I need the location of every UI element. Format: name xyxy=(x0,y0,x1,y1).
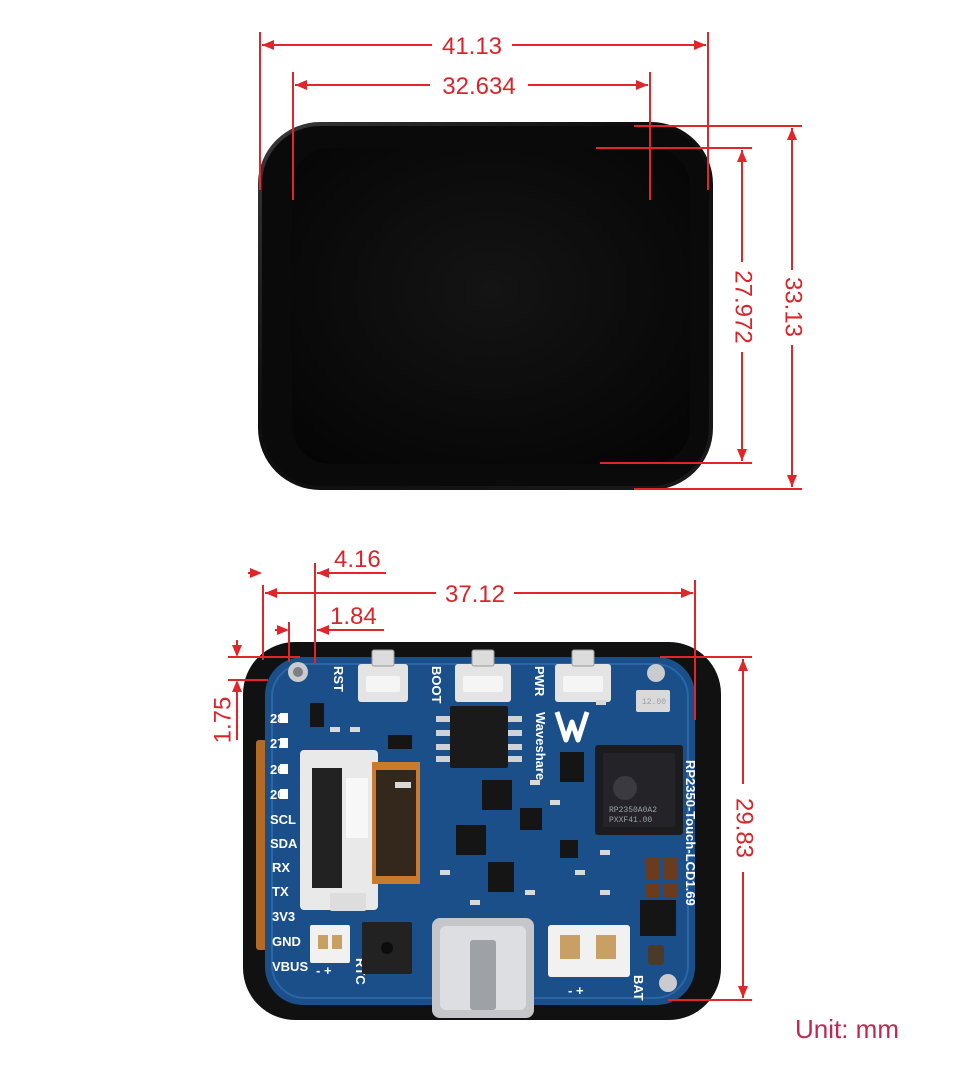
pin-label: RX xyxy=(272,860,290,875)
pin-row-tx: TX xyxy=(272,884,289,899)
dim-outer-width: 41.13 xyxy=(259,32,709,190)
offset-c-label: 1.75 xyxy=(209,697,236,744)
pin-label: VBUS xyxy=(272,959,308,974)
crystal-marking: 12.00 xyxy=(642,698,666,707)
status-led xyxy=(648,945,664,965)
board-height-label: 29.83 xyxy=(731,798,758,858)
offset-b-label: 1.84 xyxy=(330,603,377,630)
front-display-module xyxy=(258,122,713,490)
dim-offset-c: 1.75 xyxy=(209,640,300,743)
boot-label: BOOT xyxy=(429,666,444,704)
pin-label: SCL xyxy=(270,812,296,827)
pin-row-gnd: GND xyxy=(272,934,301,949)
model-label: RP2350-Touch-LCD1.69 xyxy=(683,760,698,906)
boot-button[interactable] xyxy=(455,649,511,702)
rst-button[interactable] xyxy=(358,649,408,702)
rtc-battery-connector[interactable] xyxy=(310,925,350,963)
pin-row-rx: RX xyxy=(272,860,290,875)
unit-label: Unit: mm xyxy=(795,1014,899,1044)
pin-label: TX xyxy=(272,884,289,899)
pin-label: 27 xyxy=(270,736,284,751)
pin-row-20: 20 xyxy=(270,787,288,802)
pin-header: 28 27 26 20 SCL SDA RX TX 3V3 GND VBUS xyxy=(270,711,308,974)
pin-row-26: 26 xyxy=(270,762,288,777)
inductors xyxy=(646,858,678,898)
mcu-marking-2: PXXF41.00 xyxy=(609,816,652,825)
flash-chip xyxy=(436,706,522,768)
dim-offset-b: 1.84 xyxy=(275,603,384,662)
pin-row-sda: SDA xyxy=(270,836,298,851)
dim-board-width: 37.12 xyxy=(262,580,696,720)
rtc-sign-label: - + xyxy=(316,963,332,978)
bat-sign-label: - + xyxy=(568,983,584,998)
mcu-marking-1: RP2350A0A2 xyxy=(609,806,657,815)
display-width-label: 32.634 xyxy=(442,73,515,100)
usb-c-port[interactable] xyxy=(432,918,534,1018)
pin-row-3v3: 3V3 xyxy=(272,909,295,924)
display-active-area xyxy=(292,148,690,464)
mount-hole-tl-inner xyxy=(293,667,303,677)
dim-offset-a: 4.16 xyxy=(248,546,386,664)
pin-label: 3V3 xyxy=(272,909,295,924)
back-module: RST BOOT PWR Waveshare 28 27 26 20 SCL S… xyxy=(243,642,721,1020)
outer-height-label: 33.13 xyxy=(780,277,807,337)
dim-display-width: 32.634 xyxy=(292,72,651,200)
dim-outer-height: 33.13 xyxy=(634,125,807,490)
fpc-connector[interactable] xyxy=(300,750,378,911)
dim-board-height: 29.83 xyxy=(660,656,758,1001)
rst-label: RST xyxy=(331,666,346,692)
pin-label: 28 xyxy=(270,711,284,726)
pin-label: 26 xyxy=(270,762,284,777)
misc-components xyxy=(310,703,676,936)
passive-components xyxy=(330,700,610,905)
pwr-label: PWR xyxy=(532,666,547,697)
pin-row-vbus: VBUS xyxy=(272,959,308,974)
offset-a-label: 4.16 xyxy=(334,546,381,573)
dim-display-height: 27.972 xyxy=(596,147,757,464)
crystal: 12.00 xyxy=(636,690,670,712)
board-width-label: 37.12 xyxy=(445,581,505,608)
brand-label: Waveshare xyxy=(533,712,548,780)
pwr-button[interactable] xyxy=(555,649,611,702)
fpc-strip xyxy=(256,740,267,950)
mount-hole-tr xyxy=(647,664,665,682)
mcu-chip: RP2350A0A2 PXXF41.00 xyxy=(595,745,683,835)
buzzer xyxy=(362,922,412,974)
pin-row-scl: SCL xyxy=(270,812,296,827)
display-height-label: 27.972 xyxy=(730,270,757,343)
mount-hole-br xyxy=(659,974,677,992)
battery-connector[interactable] xyxy=(548,925,630,977)
pin-label: GND xyxy=(272,934,301,949)
waveshare-logo xyxy=(554,711,590,743)
outer-width-label: 41.13 xyxy=(442,33,502,60)
pin-row-27: 27 xyxy=(270,736,288,751)
pin-label: SDA xyxy=(270,836,298,851)
pin-label: 20 xyxy=(270,787,284,802)
bat-label: BAT xyxy=(631,975,646,1001)
pin-row-28: 28 xyxy=(270,711,288,726)
